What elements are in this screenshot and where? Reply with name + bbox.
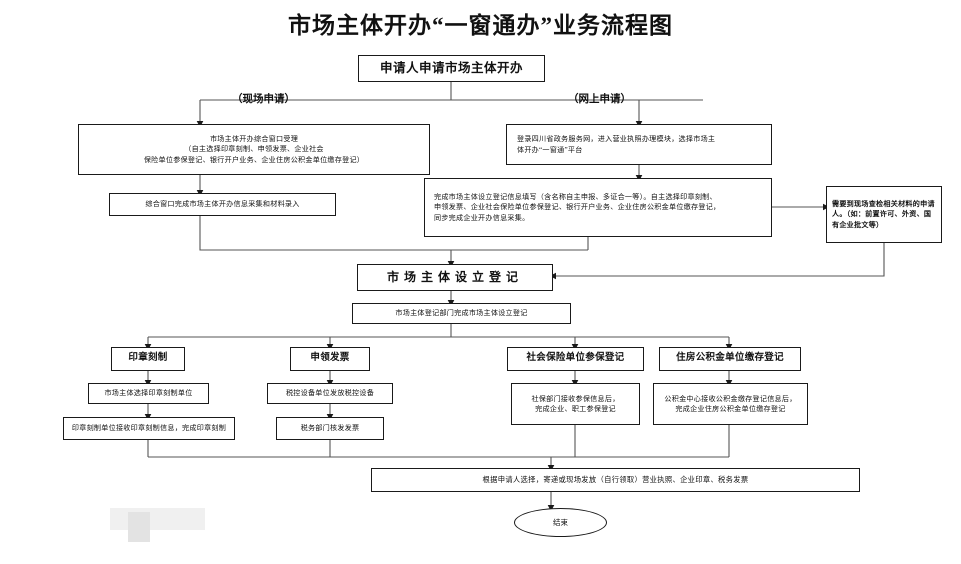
node-fund-title: 住房公积金单位缴存登记 [659,347,801,371]
node-onsite-collect: 综合窗口完成市场主体开办信息采集和材料录入 [109,193,336,216]
node-deliver: 根据申请人选择，寄递或现场发放（自行领取）营业执照、企业印章、税务发票 [371,468,860,492]
node-seal-step2: 印章刻制单位接收印章刻制信息，完成印章刻制 [63,417,235,440]
node-invoice-step1: 税控设备单位发放税控设备 [267,383,393,404]
node-seal-title-label: 印章刻制 [128,353,168,364]
branch-label-onsite: （现场申请） [232,94,295,105]
node-onsite-collect-label: 综合窗口完成市场主体开办信息采集和材料录入 [145,200,300,209]
node-social-title-label: 社会保险单位参保登记 [526,353,625,364]
node-invoice-step2: 税务部门核发发票 [276,417,384,440]
node-social-step1: 社保部门接收参保信息后， 完成企业、职工参保登记 [511,383,640,425]
node-social-title: 社会保险单位参保登记 [507,347,644,371]
node-online-login: 登录四川省政务服务网，进入营业执照办理模块，选择市场主 体开办“一窗通”平台 [506,124,772,165]
node-invoice-step2-label: 税务部门核发发票 [300,424,360,433]
node-start-label: 申请人申请市场主体开办 [379,61,523,76]
node-deliver-label: 根据申请人选择，寄递或现场发放（自行领取）营业执照、企业印章、税务发票 [482,474,749,484]
node-end-label: 结束 [553,518,568,527]
node-onsite-accept-label: 市场主体开办综合窗口受理 （自主选择印章刻制、申领发票、企业社会 保险单位参保登… [143,135,365,164]
node-fund-step1-label: 公积金中心接收公积金缴存登记信息后， 完成企业住房公积金单位缴存登记 [664,394,797,413]
node-online-fill-label: 完成市场主体设立登记信息填写（含名称自主申报、多证合一等）。自主选择印章刻制、 … [434,193,721,222]
node-onsite-verify: 需要到现场查检相关材料的申请 人。（如：前置许可、外资、国 有企业批文等） [826,186,942,243]
watermark-mark [128,512,150,542]
node-seal-step1-label: 市场主体选择印章刻制单位 [104,389,193,398]
node-onsite-accept: 市场主体开办综合窗口受理 （自主选择印章刻制、申领发票、企业社会 保险单位参保登… [78,124,430,175]
node-seal-step2-label: 印章刻制单位接收印章刻制信息，完成印章刻制 [71,424,227,433]
node-establish-registration-label: 市场主体设立登记 [386,269,523,284]
node-invoice-title: 申领发票 [290,347,370,371]
node-start: 申请人申请市场主体开办 [358,55,545,82]
node-seal-step1: 市场主体选择印章刻制单位 [88,383,209,404]
node-reg-dept-done: 市场主体登记部门完成市场主体设立登记 [352,303,571,324]
node-reg-dept-done-label: 市场主体登记部门完成市场主体设立登记 [395,309,528,318]
node-online-login-label: 登录四川省政务服务网，进入营业执照办理模块，选择市场主 体开办“一窗通”平台 [517,135,716,154]
node-invoice-title-label: 申领发票 [310,353,350,364]
node-invoice-step1-label: 税控设备单位发放税控设备 [285,389,375,398]
node-fund-step1: 公积金中心接收公积金缴存登记信息后， 完成企业住房公积金单位缴存登记 [653,383,808,425]
node-establish-registration: 市场主体设立登记 [357,264,553,291]
branch-label-online: （网上申请） [568,94,631,105]
page-title: 市场主体开办“一窗通办”业务流程图 [288,13,673,38]
node-fund-title-label: 住房公积金单位缴存登记 [676,353,784,364]
node-online-fill: 完成市场主体设立登记信息填写（含名称自主申报、多证合一等）。自主选择印章刻制、 … [424,178,772,237]
node-seal-title: 印章刻制 [111,347,185,371]
node-end: 结束 [514,508,607,537]
node-onsite-verify-label: 需要到现场查检相关材料的申请 人。（如：前置许可、外资、国 有企业批文等） [832,200,935,229]
node-social-step1-label: 社保部门接收参保信息后， 完成企业、职工参保登记 [531,394,620,413]
